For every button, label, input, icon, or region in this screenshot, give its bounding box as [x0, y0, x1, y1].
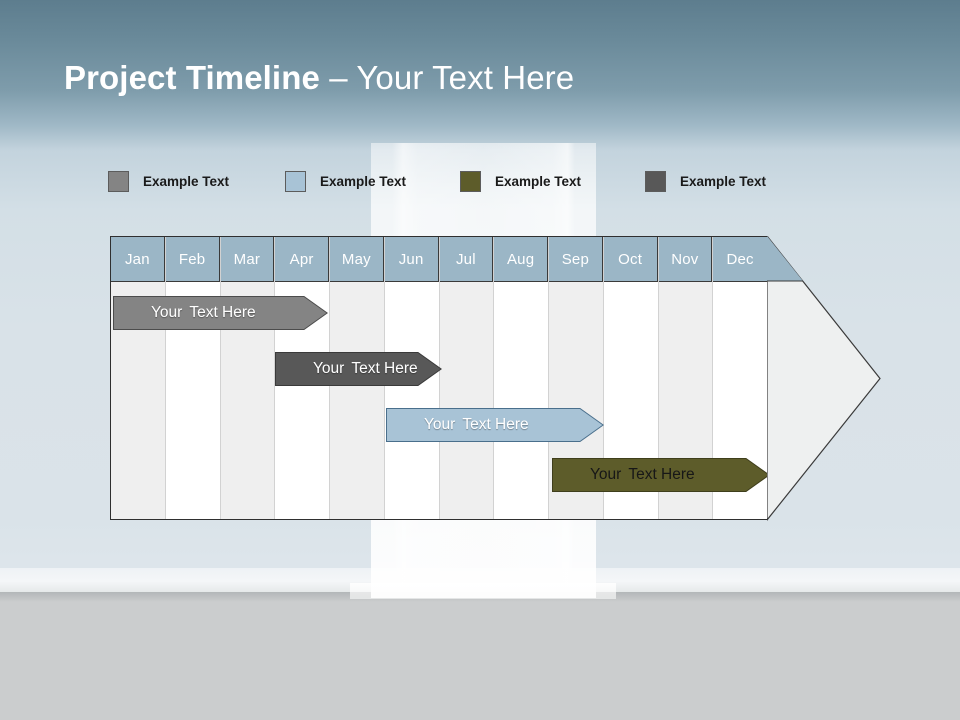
timeline-bar-3[interactable]: Your Text Here [386, 408, 604, 442]
timeline-column-mar: Mar [220, 237, 276, 519]
month-header-jun[interactable]: Jun [384, 237, 439, 282]
timeline-bar-label-word1-4: Your [590, 466, 622, 483]
page-title: Project Timeline – Your Text Here [64, 59, 574, 97]
timeline-column-dec: Dec [713, 237, 767, 519]
timeline-bar-shape-2 [275, 352, 442, 386]
timeline-bar-shape-4 [552, 458, 770, 492]
month-header-sep[interactable]: Sep [549, 237, 603, 282]
legend-item-4[interactable]: Example Text [645, 168, 766, 194]
page-title-light: Your Text Here [356, 59, 575, 96]
legend-item-3[interactable]: Example Text [460, 168, 581, 194]
legend-label-4: Example Text [680, 173, 767, 189]
month-header-may[interactable]: May [330, 237, 384, 282]
floor-band [0, 568, 960, 592]
timeline-column-jul: Jul [439, 237, 495, 519]
timeline-column-oct: Oct [603, 237, 659, 519]
timeline-bar-shape-3 [386, 408, 604, 442]
timeline-bar-1[interactable]: Your Text Here [113, 296, 328, 330]
month-header-jul[interactable]: Jul [439, 237, 494, 282]
legend-label-2: Example Text [320, 173, 407, 189]
month-header-aug[interactable]: Aug [494, 237, 548, 282]
timeline-bar-2[interactable]: Your Text Here [275, 352, 442, 386]
legend-swatch-2 [285, 170, 306, 192]
month-header-nov[interactable]: Nov [658, 237, 713, 282]
legend: Example Text Example Text Example Text Exam… [108, 168, 808, 196]
timeline-column-aug: Aug [494, 237, 549, 519]
timeline-bar-label-4: Your Text Here [552, 466, 695, 484]
legend-swatch-3 [460, 170, 481, 192]
month-header-feb[interactable]: Feb [165, 237, 220, 282]
legend-item-1[interactable]: Example Text [108, 168, 229, 194]
month-header-oct[interactable]: Oct [603, 237, 658, 282]
timeline-column-jun: Jun [384, 237, 440, 519]
timeline-arrow-head [767, 236, 881, 521]
timeline-column-jan: Jan [111, 237, 166, 519]
page-title-separator: – [319, 59, 357, 96]
month-header-apr[interactable]: Apr [275, 237, 329, 282]
timeline-bar-label-1: Your Text Here [113, 304, 256, 322]
legend-swatch-1 [108, 170, 129, 192]
timeline-bar-label-2: Your Text Here [275, 360, 418, 378]
timeline-bar-4[interactable]: Your Text Here [552, 458, 770, 492]
legend-swatch-4 [645, 170, 666, 192]
timeline-bar-label-word2-4: Text Here [628, 466, 695, 483]
legend-label-3: Example Text [495, 173, 582, 189]
month-header-jan[interactable]: Jan [111, 237, 165, 282]
legend-item-2[interactable]: Example Text [285, 168, 406, 194]
timeline-bar-label-word2-2: Text Here [351, 360, 418, 377]
timeline-bar-label-3: Your Text Here [386, 416, 529, 434]
month-header-dec[interactable]: Dec [713, 237, 767, 282]
timeline-bar-label-word1-3: Your [424, 416, 456, 433]
legend-label-1: Example Text [143, 173, 230, 189]
month-header-mar[interactable]: Mar [220, 237, 275, 282]
timeline-column-feb: Feb [165, 237, 221, 519]
timeline-bar-label-word2-3: Text Here [462, 416, 529, 433]
timeline-bar-label-word1-1: Your [151, 304, 183, 321]
timeline-bar-label-word1-2: Your [313, 360, 345, 377]
page-title-bold: Project Timeline [64, 59, 320, 96]
timeline-bar-shape-1 [113, 296, 328, 330]
floor-surface [0, 592, 960, 720]
timeline-bar-label-word2-1: Text Here [189, 304, 256, 321]
floor-shadow [0, 592, 960, 602]
